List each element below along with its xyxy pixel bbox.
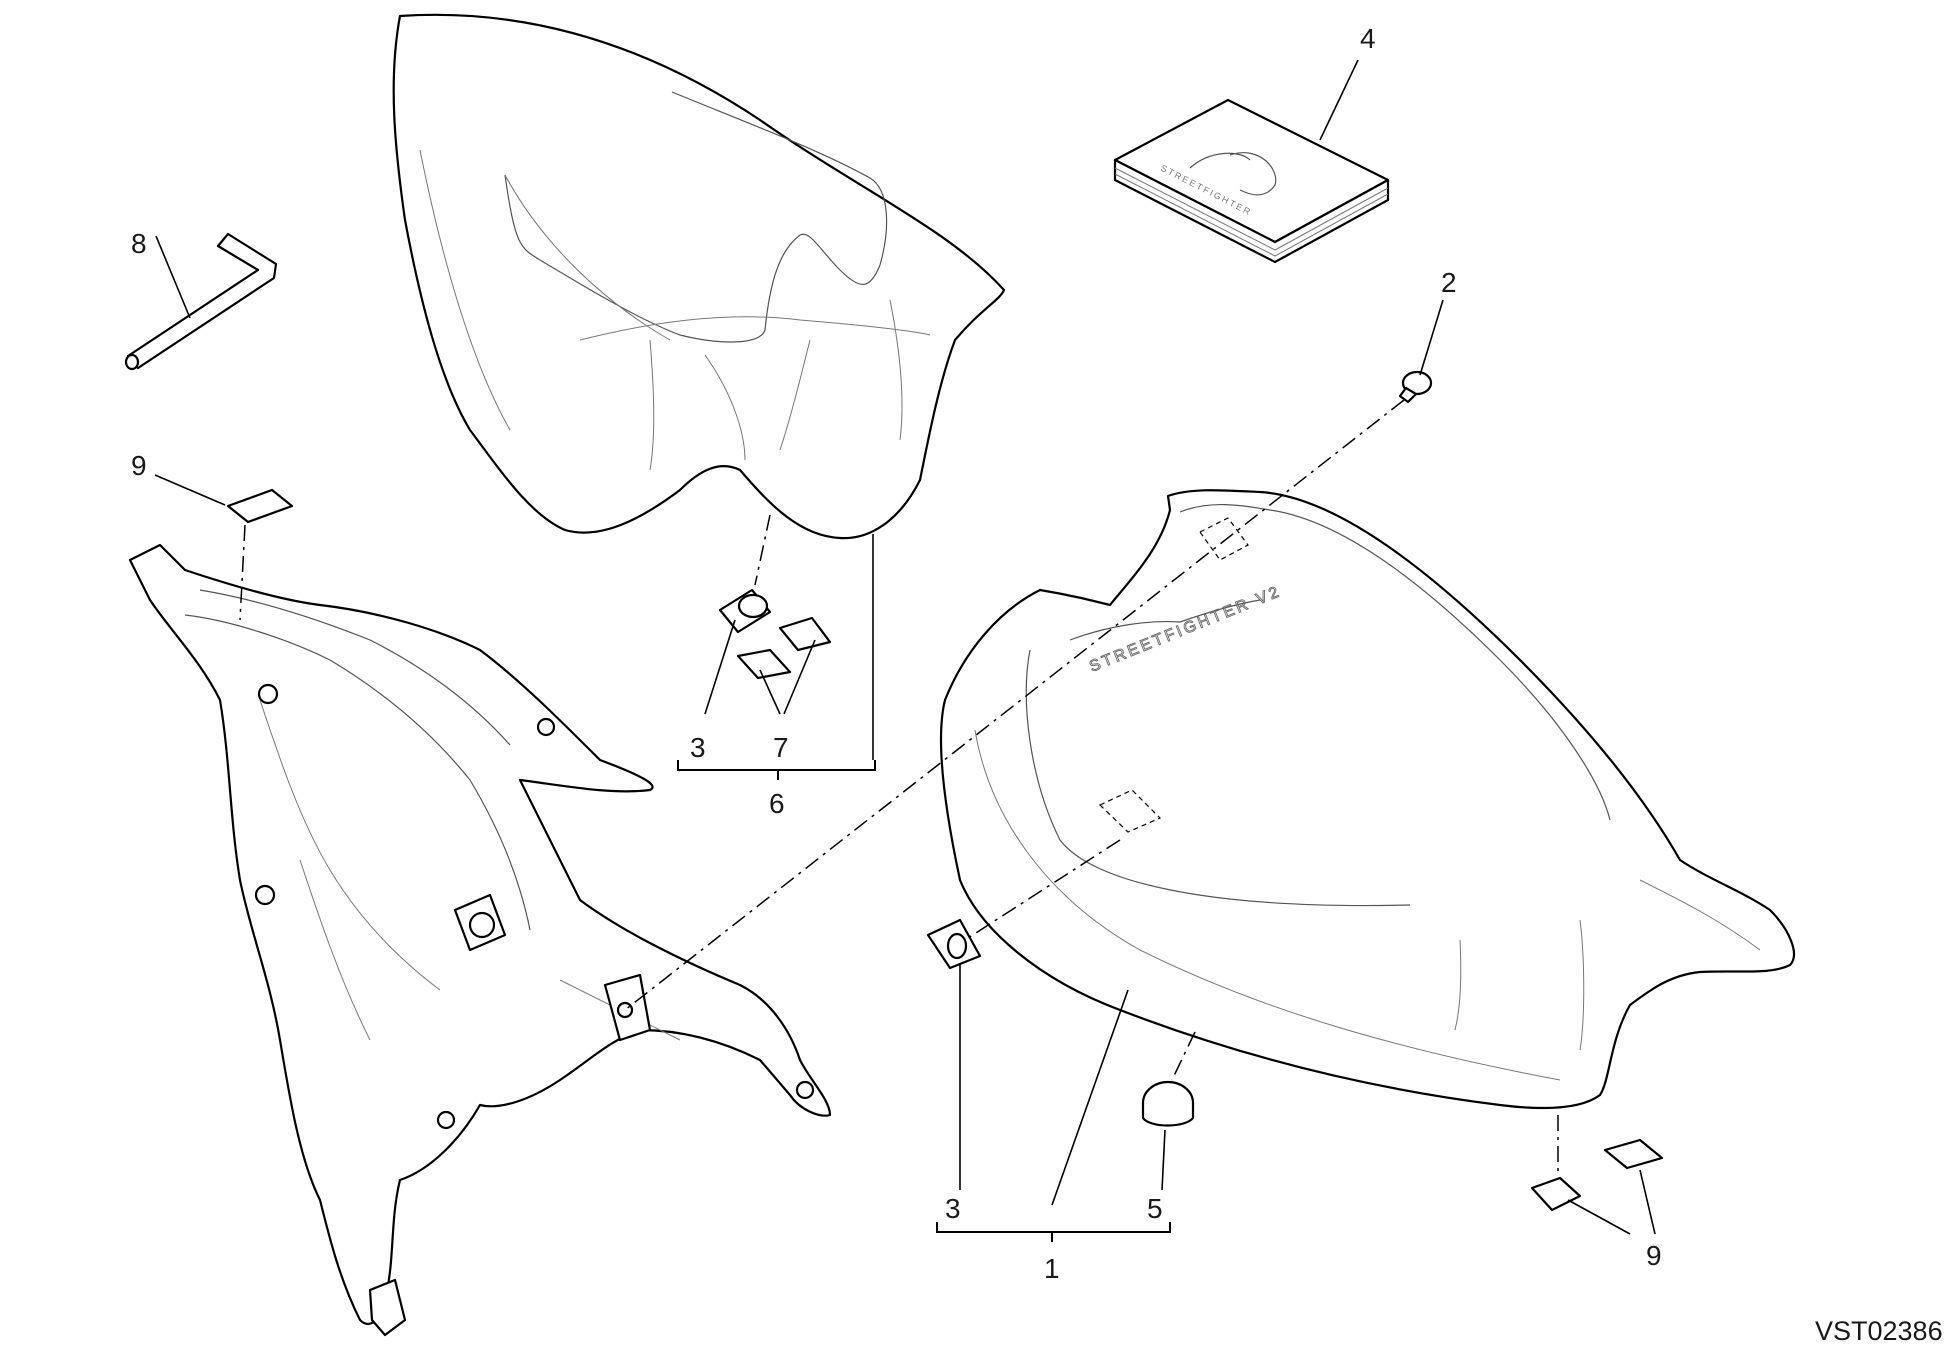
callout-9-right: 9 — [1646, 1240, 1662, 1271]
callout-7: 7 — [773, 732, 789, 763]
callout-3-upper: 3 — [690, 732, 706, 763]
drawing-code: VST02386 — [1815, 1316, 1943, 1346]
tape-9-left — [226, 488, 294, 524]
tape-7b — [736, 648, 792, 680]
callout-5: 5 — [1147, 1193, 1163, 1224]
bracket-group-6 — [677, 760, 876, 780]
grommet-3-lower — [926, 918, 982, 970]
callout-4: 4 — [1360, 23, 1376, 54]
grommet-3-upper — [718, 588, 772, 634]
rubber-buffer — [1141, 1080, 1195, 1127]
tape-9-right-b — [1603, 1138, 1664, 1170]
owner-manual: STREETFIGHTER — [1113, 98, 1390, 264]
passenger-seat-cover — [392, 13, 1006, 540]
callout-9-left: 9 — [131, 450, 147, 481]
tape-7a — [778, 616, 832, 652]
rider-seat: STREETFIGHTER V2 — [939, 489, 1795, 1110]
bracket-group-1 — [936, 1222, 1171, 1242]
callout-2: 2 — [1441, 267, 1457, 298]
tape-9-right-a — [1530, 1176, 1582, 1212]
rear-subframe — [128, 543, 832, 1337]
screw — [1398, 370, 1433, 404]
callout-1: 1 — [1044, 1253, 1060, 1284]
assembly-axes — [239, 399, 1559, 1175]
callout-8: 8 — [131, 228, 147, 259]
callout-6: 6 — [769, 788, 785, 819]
allen-key — [124, 232, 278, 371]
callout-3-lower: 3 — [945, 1193, 961, 1224]
leader-lines — [154, 59, 1656, 1235]
